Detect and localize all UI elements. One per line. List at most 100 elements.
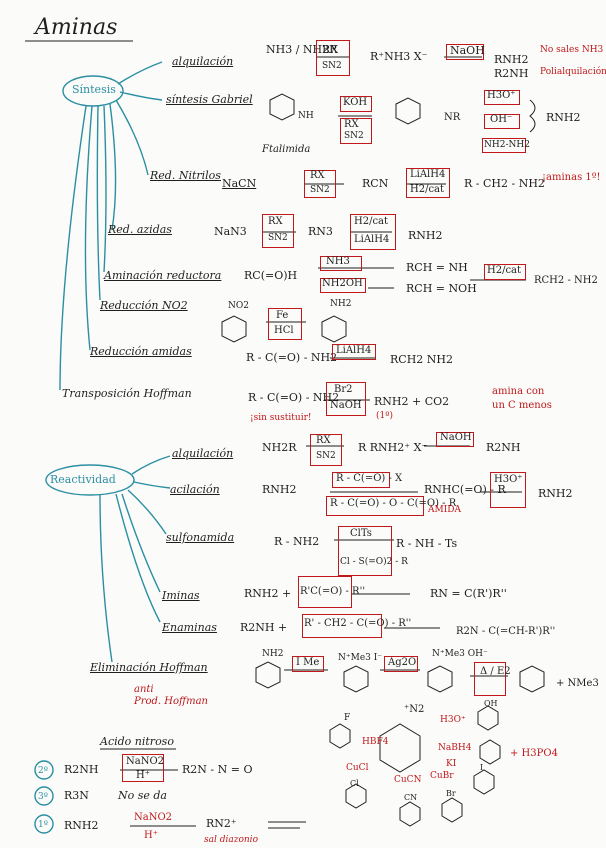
sint-gabriel-rx-box: [340, 118, 372, 144]
nitroso-row1-h: H⁺: [136, 770, 150, 781]
reac-sulf-cls: Cl - S(=O)2 - R: [340, 557, 408, 567]
sint-amred-h2cat: H2/cat: [487, 265, 522, 276]
reac-elim-mid: N⁺Me3 I⁻: [338, 653, 383, 663]
sint-amred-nh2oh-box: [320, 278, 366, 293]
reac-acil-reag2-box: [326, 496, 424, 516]
reac-sulf-product: R - NH - Ts: [396, 537, 458, 550]
sint-gabriel-product: RNH2: [546, 111, 581, 124]
sint-gabriel-c1: H3O⁺: [487, 90, 516, 101]
sint-azidas-h2cat: H2/cat: [354, 216, 389, 227]
sint-azidas-rx: RX: [268, 216, 283, 227]
sint-amred-h2cat-box: [484, 264, 526, 280]
sint-amred-product: RCH2 - NH2: [534, 275, 598, 286]
reac-acil-reag1: R - C(=O) - X: [336, 473, 403, 484]
sint-no2-box: [268, 308, 302, 340]
reac-enam-label: Enaminas: [162, 621, 217, 634]
nitroso-row3-h: H⁺: [144, 830, 158, 841]
reac-elim-ime: I Me: [296, 657, 320, 668]
reac-elim-e2: Δ / E2: [480, 666, 511, 677]
sint-amred-label: Aminación reductora: [104, 269, 222, 282]
sint-alq-reagent-box: [316, 40, 350, 76]
nitroso-row2-product: No se da: [118, 789, 167, 802]
sint-nitrilos-mid: RCN: [362, 177, 389, 190]
sint-nitrilos-label: Red. Nitrilos: [150, 169, 221, 182]
sint-azidas-reactant: NaN3: [214, 225, 247, 238]
sint-hoffman-sub: (1º): [376, 411, 393, 421]
sint-gabriel-koh-box: [340, 96, 372, 112]
sint-gabriel-c2: OH⁻: [490, 114, 513, 125]
sint-azidas-lialh4: LiAlH4: [354, 234, 390, 245]
sint-hoffman-label: Transposición Hoffman: [62, 387, 192, 400]
reac-elim-nh2: NH2: [262, 649, 284, 659]
sint-hoffman-warn: ¡sin sustituir!: [250, 413, 312, 423]
reac-iminas-box: [298, 576, 352, 608]
reac-iminas-reactant: RNH2 +: [244, 587, 292, 600]
sint-azidas-rx-box: [262, 214, 294, 248]
sint-amred-reactant: RC(=O)H: [244, 269, 298, 282]
sint-alq-note2: Polialquilación: [540, 67, 606, 77]
section-reactividad: Reactividad: [50, 473, 116, 486]
sint-nitrilos-rx-box: [304, 170, 336, 198]
sint-hoffman-reactant: R - C(=O) - NH2: [248, 391, 340, 404]
sint-no2-hcl: HCl: [274, 325, 294, 336]
sint-gabriel-c1-box: [484, 90, 520, 105]
sint-alq-naoh: NaOH: [450, 44, 485, 57]
nitroso-row3-deg: 1º: [38, 820, 48, 830]
reac-acil-label: acilación: [170, 483, 220, 496]
nitroso-row1-reactant: R2NH: [64, 763, 99, 776]
diaz-hbf4: HBF4: [362, 737, 389, 747]
reac-sulf-reactant: R - NH2: [274, 535, 320, 548]
sint-no2-fe: Fe: [276, 310, 289, 321]
reac-enam-product: R2N - C(=CH-R')R'': [456, 626, 556, 637]
sint-amidas-lialh4: LiAlH4: [336, 345, 372, 356]
sint-amred-p2: RCH = NOH: [406, 282, 477, 295]
nitroso-row2-reactant: R3N: [64, 789, 89, 802]
sint-azidas-sn2: SN2: [268, 233, 288, 243]
sint-alq-label: alquilación: [172, 55, 234, 68]
diaz-h3o: H3O⁺: [440, 715, 466, 725]
reactividad-bubble: [45, 464, 135, 496]
section-sintesis: Síntesis: [72, 83, 116, 96]
sint-no2-sub: NO2: [228, 301, 249, 311]
diaz-cn: CN: [404, 793, 418, 802]
diazonio-ring: [379, 723, 421, 773]
diaz-br: Br: [446, 789, 456, 798]
reac-iminas-product: RN = C(R')R'': [430, 587, 507, 600]
sint-hoffman-product: RNH2 + CO2: [374, 395, 450, 408]
nitroso-row1-product: R2N - N = O: [182, 763, 253, 776]
reac-elim-ime-box: [292, 656, 324, 672]
sint-nitrilos-lialh4: LiAlH4: [410, 169, 446, 180]
reac-elim-ag2o: Ag2O: [388, 657, 417, 668]
reac-elim-label: Eliminación Hoffman: [90, 661, 208, 674]
reac-elim-e2-box: [474, 662, 506, 696]
sint-nitrilos-h2cat: H2/cat: [410, 184, 445, 195]
reac-alq-label: alquilación: [172, 447, 234, 460]
sint-nitrilos-note: ¡aminas 1º!: [542, 172, 601, 183]
sint-amidas-product: RCH2 NH2: [390, 353, 454, 366]
reac-acil-reag1-box: [332, 472, 390, 488]
sint-alq-product: R⁺NH3 X⁻: [370, 50, 428, 63]
diaz-oh: OH: [484, 699, 498, 708]
sint-hoffman-box: [326, 382, 366, 416]
sint-gabriel-sn2: SN2: [344, 131, 364, 141]
sint-alq-final1: RNH2: [494, 53, 529, 66]
reac-alq-sn2: SN2: [316, 451, 336, 461]
reac-elim-mid2: N⁺Me3 OH⁻: [432, 649, 488, 659]
sint-nitrilos-rx: RX: [310, 170, 325, 181]
sint-gabriel-c2-box: [484, 114, 520, 129]
reac-elim-product: + NMe3: [556, 678, 599, 689]
sint-amred-nh2oh: NH2OH: [322, 278, 363, 289]
sint-amidas-box: [332, 344, 376, 360]
reac-elim-anti1: anti: [134, 684, 154, 695]
diaz-cubr: CuBr: [430, 771, 454, 781]
reac-iminas-reag: R'C(=O) - R'': [300, 586, 366, 597]
sint-azidas-label: Red. azidas: [108, 223, 172, 236]
sint-alq-reactants: NH3 / NH2R: [266, 43, 338, 56]
sint-hoffman-note2: un C menos: [492, 400, 552, 411]
diaz-f: F: [344, 713, 351, 723]
diaz-ki: KI: [446, 759, 457, 769]
sint-nitrilos-r2-box: [406, 168, 450, 198]
diaz-h3po4: + H3PO4: [510, 748, 558, 759]
sint-amidas-reactant: R - C(=O) - NH2: [246, 351, 338, 364]
reac-acil-amida: AMIDA: [428, 505, 461, 515]
